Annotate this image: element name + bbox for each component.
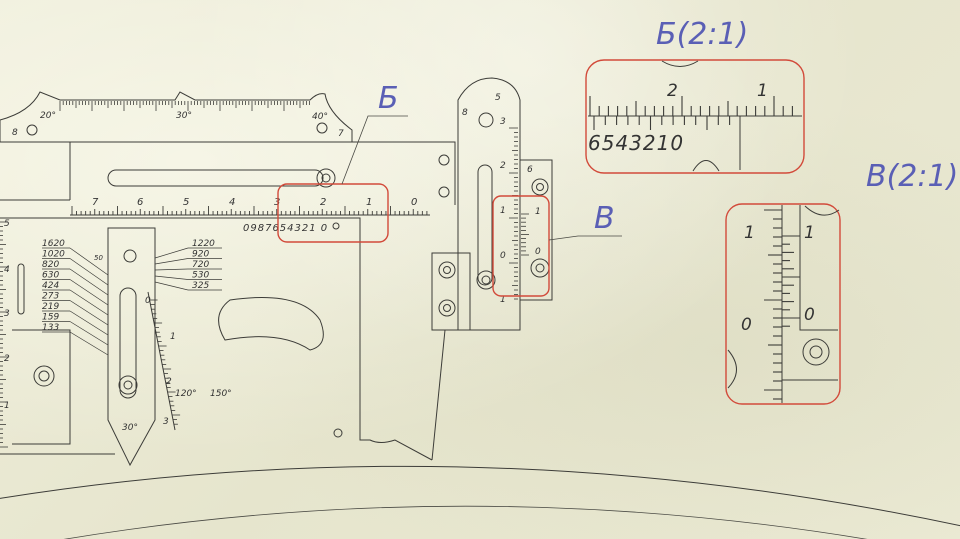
radius-right-label: 1220 <box>192 239 215 249</box>
detail-v: В(2:1) 1 0 1 0 <box>725 159 958 405</box>
radius-left-leader <box>69 247 109 276</box>
radius-right-leader <box>154 281 189 291</box>
radius-left-label: 630 <box>42 271 59 281</box>
detail-v-left-1: 1 <box>744 223 755 243</box>
wedge-label-3: 3 <box>163 417 169 427</box>
main-scale-label-5: 5 <box>183 197 189 208</box>
base-arc-outer <box>0 465 960 527</box>
main-scale-label-2: 2 <box>320 197 326 208</box>
base-arc-inner <box>63 505 868 539</box>
detail-v-frame <box>725 203 841 405</box>
main-ruler: 7 6 5 4 3 2 1 0 0987654321 0 <box>0 141 456 234</box>
detail-v-right-0: 0 <box>804 305 815 325</box>
left-scale-label-4: 4 <box>4 265 10 275</box>
wedge-label-1: 1 <box>170 332 176 342</box>
main-scale-label-1: 1 <box>366 197 372 208</box>
main-scale-label-3: 3 <box>274 197 280 208</box>
corner-label-left: 8 <box>12 128 18 138</box>
angle-label-120: 120° <box>175 389 197 399</box>
radius-left-label: 820 <box>42 260 59 270</box>
radius-right-label: 720 <box>192 260 209 270</box>
main-scale-label-6: 6 <box>137 197 143 208</box>
callout-label-v: В <box>594 201 615 236</box>
radius-right-label: 325 <box>192 281 209 291</box>
callout-box-b <box>277 183 389 243</box>
radius-right-label: 530 <box>192 271 209 281</box>
radius-left-leader <box>69 331 109 356</box>
radius-left-leader <box>69 289 109 316</box>
left-scale-label-2: 2 <box>4 354 10 364</box>
main-scale-label-4: 4 <box>229 197 235 208</box>
angle-label-40: 40° <box>312 112 328 122</box>
radius-left-label: 424 <box>42 281 59 291</box>
vernier-label-0: 0 <box>535 247 541 257</box>
radius-left-label: 1620 <box>42 239 65 249</box>
lower-plate: 5 4 3 2 1 <box>0 217 433 461</box>
radius-left-label: 133 <box>42 323 59 333</box>
callout-leader-v <box>548 235 622 241</box>
vertical-top-5: 5 <box>495 93 501 103</box>
detail-v-title: В(2:1) <box>866 159 958 194</box>
vertical-label-1b: 1 <box>500 295 506 305</box>
left-scale-label-1: 1 <box>4 401 10 411</box>
radius-right-leader <box>154 258 189 265</box>
vertical-label-2: 2 <box>500 161 506 171</box>
detail-v-right-1: 1 <box>804 223 815 243</box>
vertical-label-0: 0 <box>500 251 506 261</box>
radius-left-label: 159 <box>42 313 59 323</box>
callout-box-v <box>492 195 550 297</box>
detail-b-label-1: 1 <box>757 81 768 101</box>
vertical-label-3: 3 <box>500 117 506 127</box>
angle-label-20: 20° <box>40 111 56 121</box>
marker-50: 50 <box>94 254 103 262</box>
radius-left-leader <box>69 279 109 306</box>
detail-b-frame <box>585 59 805 174</box>
left-scale-label-5: 5 <box>4 219 10 229</box>
radius-right-label: 920 <box>192 250 209 260</box>
radius-left-label: 1020 <box>42 250 65 260</box>
main-scale-label-0: 0 <box>411 197 417 208</box>
radius-left-leader <box>69 300 109 326</box>
callout-leader-b <box>341 115 408 185</box>
vernier-digits: 0987654321 0 <box>243 223 328 234</box>
detail-b-vernier-digits: 6543210 <box>588 131 684 155</box>
main-scale-label-7: 7 <box>92 197 99 208</box>
detail-v-left-0: 0 <box>741 315 752 335</box>
detail-b: Б(2:1) 2 1 6543210 <box>585 17 805 174</box>
vernier-label-6: 6 <box>527 165 533 175</box>
angle-label-30: 30° <box>176 111 192 121</box>
wedge-label-0: 0 <box>145 296 151 306</box>
vernier-label-1: 1 <box>535 207 541 217</box>
radius-left-label: 273 <box>42 292 59 302</box>
radius-left-leader <box>69 258 109 286</box>
radius-right-leader <box>154 275 189 280</box>
curved-slot <box>218 297 324 351</box>
radius-left-label: 219 <box>42 302 59 312</box>
top-protractor: 8 7 20° 30° 40° <box>0 91 353 143</box>
corner-label-right: 7 <box>338 129 344 139</box>
radius-right-leader <box>154 247 189 259</box>
wedge-label-2: 2 <box>166 377 172 387</box>
detail-b-title: Б(2:1) <box>656 17 748 52</box>
radius-left-leader <box>69 268 109 296</box>
angle-label-150: 150° <box>210 389 232 399</box>
angle-label-30: 30° <box>122 423 138 433</box>
callout-label-b: Б <box>378 81 399 116</box>
vertical-top-8: 8 <box>462 108 468 118</box>
radius-right-leader <box>154 268 189 271</box>
left-scale-label-3: 3 <box>4 309 10 319</box>
vertical-label-1: 1 <box>500 206 506 216</box>
radius-left-leader <box>69 310 109 336</box>
vertical-slider: 5 8 3 2 1 0 1 6 1 0 <box>431 77 553 461</box>
detail-b-label-2: 2 <box>667 81 678 101</box>
radius-left-leader <box>69 321 109 346</box>
angle-gauge: 0 1 2 3 30° 120° 150° <box>107 227 232 467</box>
